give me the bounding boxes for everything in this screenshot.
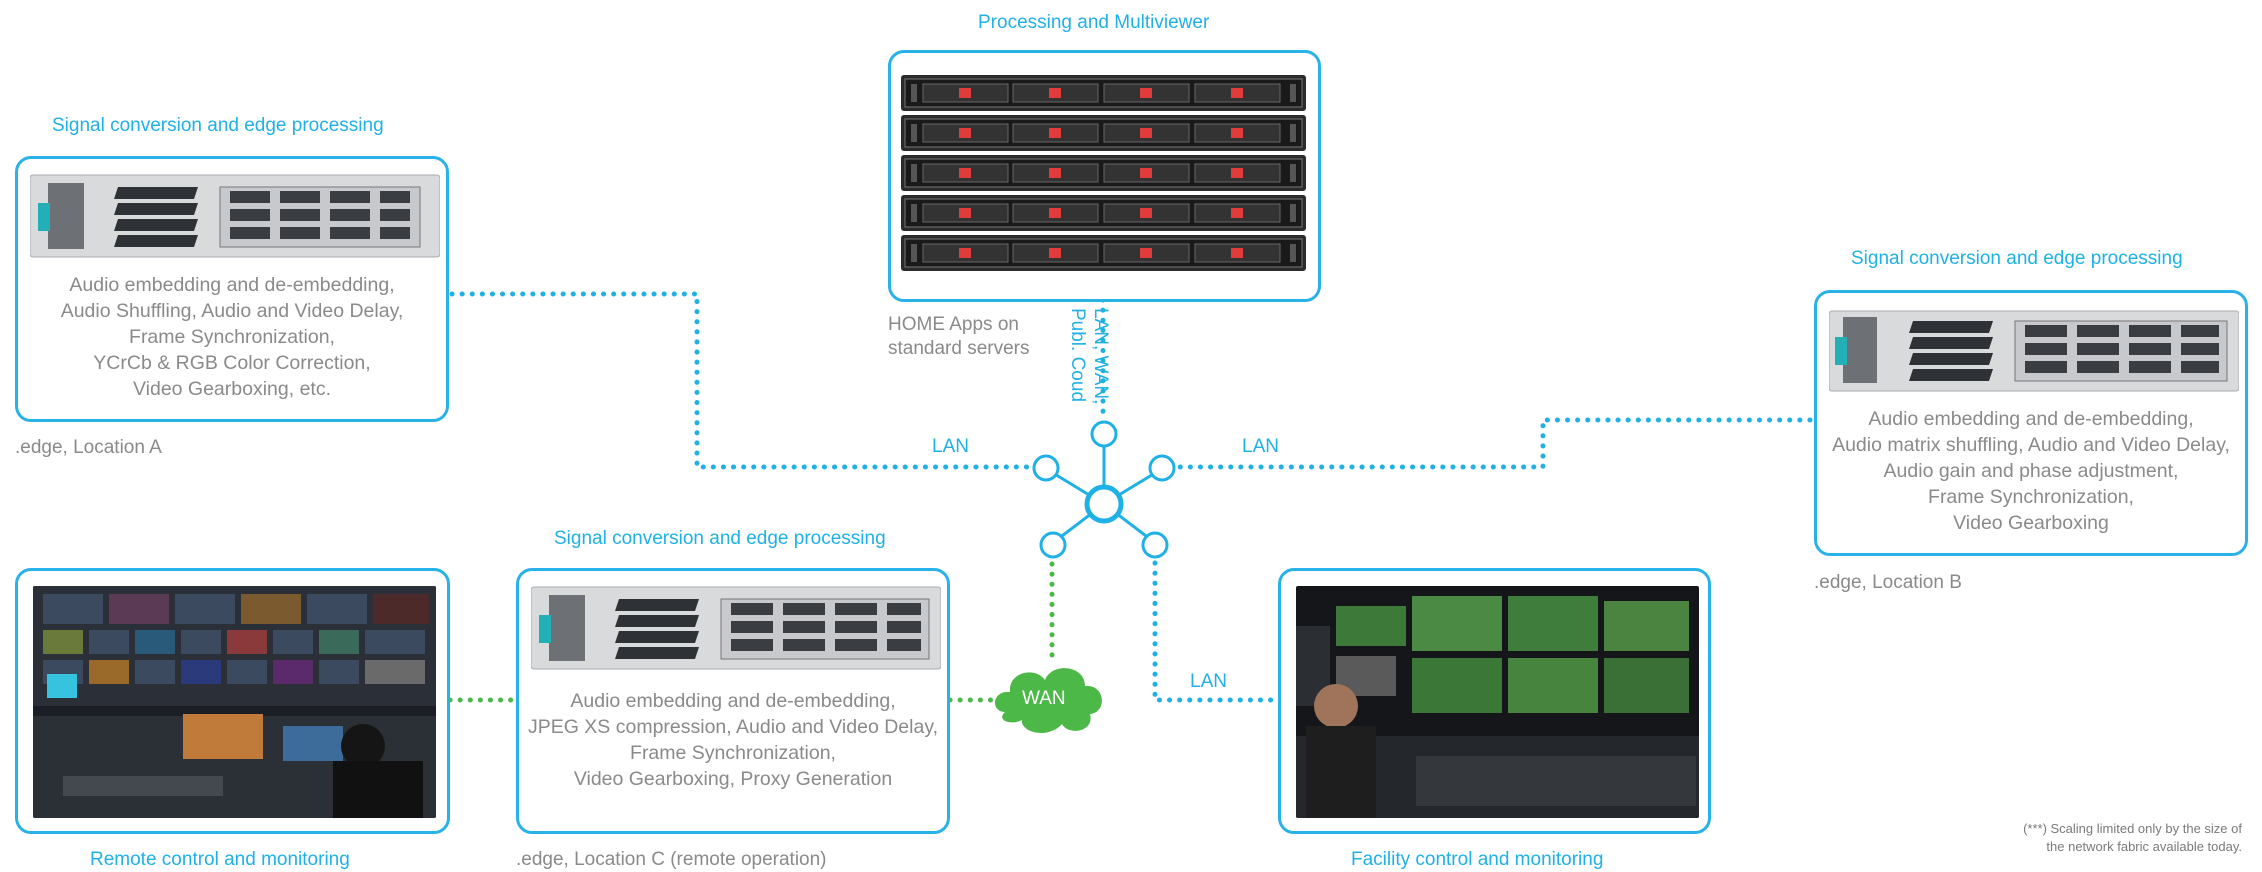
location-a-title: Signal conversion and edge processing (52, 115, 384, 136)
wan-cloud-icon (994, 668, 1102, 733)
location-b-desc-line2: Audio matrix shuffling, Audio and Video … (1832, 434, 2230, 456)
location-b-description: Audio embedding and de-embedding, Audio … (1817, 406, 2245, 536)
edge-device-image-c (531, 586, 941, 670)
location-c-description: Audio embedding and de-embedding, JPEG X… (519, 688, 947, 792)
location-b-desc-line4: Frame Synchronization, (1928, 486, 2134, 508)
remote-title: Remote control and monitoring (90, 849, 350, 870)
lan-bottom-label: LAN (1190, 671, 1227, 692)
location-c-desc-line1: Audio embedding and de-embedding, (570, 690, 896, 712)
processing-link-label-line1: LAN, WAN, (1090, 308, 1111, 405)
lan-right-label: LAN (1242, 436, 1279, 457)
footnote-line2: the network fabric available today. (2046, 839, 2242, 854)
facility-control-room-image (1296, 586, 1699, 818)
facility-title: Facility control and monitoring (1351, 849, 1604, 870)
location-a-desc-line2: Audio Shuffling, Audio and Video Delay, (60, 300, 404, 322)
location-a-desc-line4: YCrCb & RGB Color Correction, (93, 352, 371, 374)
processing-title: Processing and Multiviewer (978, 12, 1210, 33)
footnote: (***) Scaling limited only by the size o… (2023, 820, 2242, 856)
processing-box (888, 50, 1321, 302)
edge-device-image-a (30, 174, 440, 258)
location-b-title: Signal conversion and edge processing (1851, 248, 2183, 269)
link-location-b (1157, 417, 1815, 470)
facility-box (1278, 568, 1711, 834)
location-b-caption: .edge, Location B (1814, 572, 1962, 593)
location-c-desc-line2: JPEG XS compression, Audio and Video Del… (527, 716, 939, 738)
location-a-caption: .edge, Location A (15, 437, 162, 458)
processing-caption-line2: standard servers (888, 338, 1030, 359)
location-a-desc-line5: Video Gearboxing, etc. (132, 378, 332, 400)
location-c-desc-line3: Frame Synchronization, (630, 742, 836, 764)
location-b-desc-line5: Video Gearboxing (1953, 512, 2109, 534)
location-c-box: Audio embedding and de-embedding, JPEG X… (516, 568, 950, 834)
location-a-description: Audio embedding and de-embedding, Audio … (18, 272, 446, 402)
network-hub (1032, 420, 1176, 559)
processing-link-label: LAN, WAN, Publ. Coud (1062, 308, 1112, 428)
server-rack-image (901, 75, 1306, 271)
location-c-caption: .edge, Location C (remote operation) (516, 849, 827, 870)
processing-link-label-line2: Publ. Coud (1067, 308, 1088, 403)
remote-box (15, 568, 450, 834)
link-location-a (449, 291, 1048, 470)
processing-caption-line1: HOME Apps on (888, 314, 1019, 335)
location-a-desc-line3: Frame Synchronization, (129, 326, 335, 348)
location-b-desc-line3: Audio gain and phase adjustment, (1883, 460, 2179, 482)
wan-label: WAN (1022, 688, 1066, 709)
edge-device-image-b (1829, 310, 2239, 392)
location-b-desc-line1: Audio embedding and de-embedding, (1868, 408, 2194, 430)
location-c-desc-line4: Video Gearboxing, Proxy Generation (573, 768, 893, 790)
footnote-line1: (***) Scaling limited only by the size o… (2023, 821, 2242, 836)
location-a-box: Audio embedding and de-embedding, Audio … (15, 156, 449, 422)
lan-left-label: LAN (932, 436, 969, 457)
location-b-box: Audio embedding and de-embedding, Audio … (1814, 290, 2248, 556)
remote-control-room-image (33, 586, 436, 818)
location-c-title: Signal conversion and edge processing (554, 528, 886, 549)
location-a-desc-line1: Audio embedding and de-embedding, (69, 274, 395, 296)
